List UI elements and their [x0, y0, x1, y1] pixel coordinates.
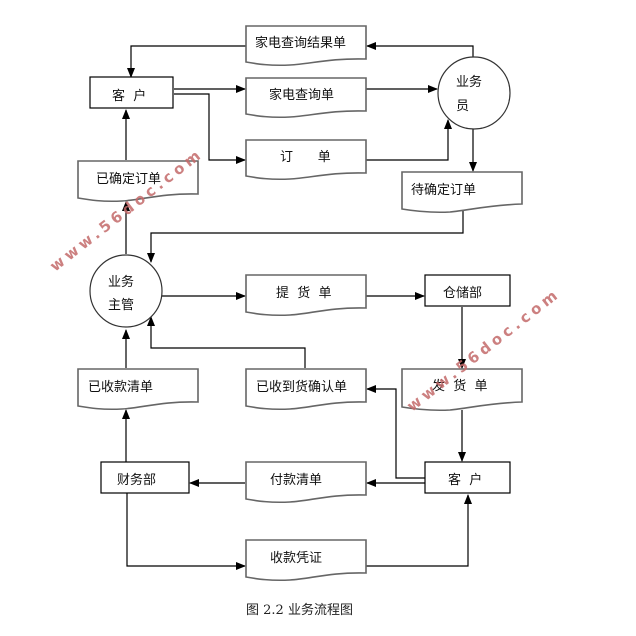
node-payment-list[interactable]: 付款清单	[245, 461, 367, 504]
pending-order-label: 待确定订单	[411, 183, 476, 198]
warehouse-label: 仓储部	[443, 286, 482, 301]
edge-delivery-confirmation-to-supervisor	[147, 316, 306, 368]
customer-bottom-label: 客 户	[448, 472, 482, 488]
receipt-label: 收款凭证	[270, 551, 322, 566]
node-customer-top[interactable]: 客 户	[89, 76, 174, 109]
edge-query-result-to-customer	[127, 45, 246, 78]
salesperson-label-line2: 员	[456, 99, 469, 114]
node-warehouse[interactable]: 仓储部	[424, 274, 511, 307]
edge-receipt-to-customer	[366, 494, 472, 567]
salesperson-label-line1: 业务	[456, 74, 482, 90]
pickup-form-label: 提 货 单	[276, 285, 332, 301]
payment-list-label: 付款清单	[270, 473, 322, 488]
supervisor-label-line2: 主管	[108, 298, 134, 313]
node-order[interactable]: 订 单	[245, 139, 367, 181]
query-form-label: 家电查询单	[269, 87, 334, 103]
edge-order-to-salesperson	[366, 119, 452, 161]
edge-finance-to-receipt	[126, 493, 246, 570]
figure-caption: 图 2.2 业务流程图	[246, 602, 353, 618]
node-supervisor[interactable]: 业务 主管	[89, 254, 163, 328]
supervisor-label-line1: 业务	[108, 274, 134, 290]
order-label: 订 单	[280, 150, 331, 165]
node-customer-bottom[interactable]: 客 户	[424, 461, 511, 494]
edge-customer-to-order	[174, 93, 246, 164]
node-pending-order[interactable]: 待确定订单	[401, 171, 523, 214]
confirmed-order-label: 已确定订单	[96, 172, 161, 187]
node-confirmed-order[interactable]: 已确定订单	[77, 160, 199, 203]
node-pickup-form[interactable]: 提 货 单	[245, 274, 367, 317]
node-query-form[interactable]: 家电查询单	[245, 77, 367, 119]
query-result-label: 家电查询结果单	[255, 35, 346, 51]
delivery-confirmation-label: 已收到货确认单	[256, 379, 347, 395]
finance-label: 财务部	[117, 472, 156, 488]
customer-top-label: 客 户	[112, 88, 146, 104]
node-finance[interactable]: 财务部	[100, 461, 190, 494]
shipping-form-label: 发 货 单	[432, 378, 488, 394]
node-shipping-form[interactable]: 发 货 单	[401, 368, 523, 412]
node-receipt[interactable]: 收款凭证	[245, 539, 367, 582]
node-salesperson[interactable]: 业务 员	[437, 56, 511, 130]
node-query-result[interactable]: 家电查询结果单	[245, 25, 367, 67]
edge-pending-order-to-supervisor	[147, 211, 464, 263]
received-payment-list-label: 已收款清单	[88, 380, 153, 395]
node-received-payment-list[interactable]: 已收款清单	[77, 368, 199, 411]
edge-customer-to-delivery-confirmation	[366, 385, 425, 479]
edges	[122, 42, 477, 570]
edge-salesperson-to-query-result	[366, 42, 474, 57]
node-delivery-confirmation[interactable]: 已收到货确认单	[245, 368, 367, 411]
